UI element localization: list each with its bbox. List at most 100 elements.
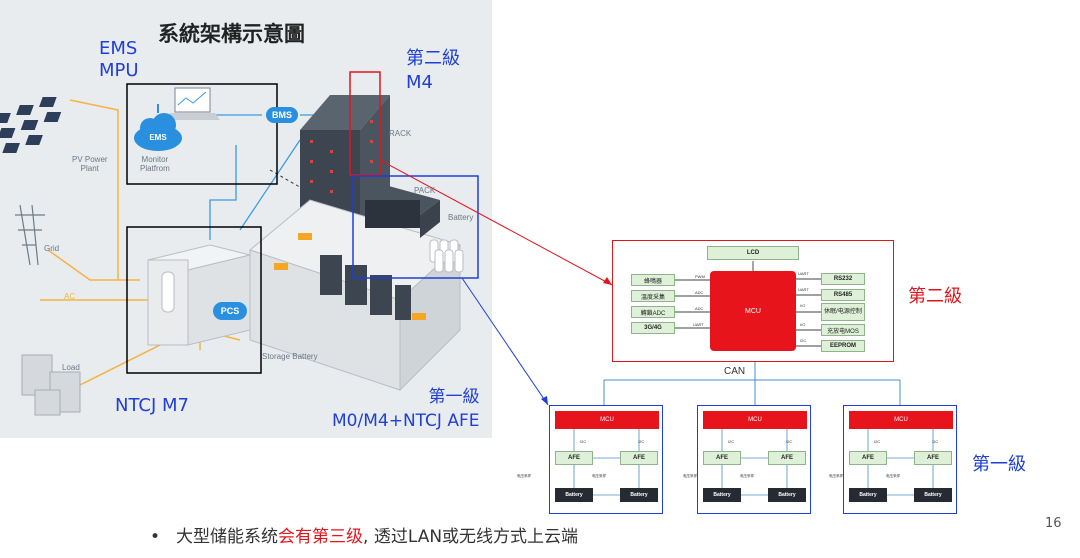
tier1-module-1: MCU I2C I2C AFE AFE 电压采样 电压采样 Battery Ba…	[517, 405, 663, 514]
signal-adc-2: ADC	[695, 306, 704, 311]
load-building-icon	[21, 354, 81, 416]
i2c-label: I2C	[874, 439, 881, 444]
m4-highlight-box	[349, 71, 381, 176]
ems-badge: EMS	[149, 133, 167, 142]
adc-block: 轉鎖ADC	[631, 306, 675, 318]
tier1-mcu-block: MCU	[703, 411, 807, 429]
bms-badge: BMS	[266, 107, 298, 123]
tier2-side-label: 第二級	[908, 286, 962, 307]
monitor-platform-label: Monitor Platfrom	[140, 155, 170, 173]
tier1-side-label-text: 第一級	[972, 454, 1026, 475]
tier1-module-2: MCU I2C I2C AFE AFE 电压采样 电压采样 Battery Ba…	[683, 405, 811, 514]
battery-label: Battery	[448, 213, 474, 222]
ems-highlight-box	[126, 83, 278, 185]
storage-container-icon	[248, 199, 461, 392]
grid-tower-icon	[15, 204, 45, 266]
i2c-label: I2C	[638, 439, 645, 444]
tier1-side-label: 第一級	[972, 450, 1026, 476]
i2c-label: I2C	[932, 439, 939, 444]
battery-block: Battery	[914, 488, 952, 502]
tier1-highlight-box	[352, 175, 479, 279]
tier1-module-3: MCU I2C I2C AFE AFE 电压采样 电压采样 Battery Ba…	[829, 405, 957, 514]
battery-block: Battery	[849, 488, 887, 502]
cellular-block: 3G/4G	[631, 322, 675, 334]
afe-block: AFE	[849, 451, 887, 465]
afe-block: AFE	[914, 451, 952, 465]
illustration-graphics	[0, 71, 479, 416]
signal-io-2: I/O	[800, 322, 806, 327]
battery-cells-icon	[429, 239, 464, 273]
rs232-block: RS232	[821, 273, 865, 285]
tier1-mcu-block: MCU	[555, 411, 659, 429]
orange-tags	[274, 233, 426, 320]
solar-panels-icon	[0, 97, 62, 153]
pcs-highlight-box	[126, 226, 262, 374]
m4-label: 第二級 M4	[406, 48, 460, 93]
grid-label: Grid	[44, 244, 60, 253]
bullet-dot: •	[150, 527, 161, 547]
signal-adc-1: ADC	[695, 290, 704, 295]
monitor-laptop-icon	[165, 87, 220, 120]
tier1-arrows	[867, 429, 934, 496]
tier2-block-diagram: LCD MCU 蜂鳴器 溫度采集 轉鎖ADC 3G/4G PWM ADC ADC…	[612, 240, 894, 362]
battery-block: Battery	[620, 488, 658, 502]
m4-connector-line	[379, 159, 613, 286]
rs485-block: RS485	[821, 289, 865, 301]
system-architecture-illustration: 系統架構示意圖 EMS MPU 第二級 M4 NTCJ M7 第一級 M0/M4…	[0, 0, 492, 438]
afe-block: AFE	[703, 451, 741, 465]
tier2-arrows	[675, 261, 821, 347]
can-bus-lines	[603, 362, 901, 410]
sleep-power-block: 休眠/电源控制	[821, 303, 865, 321]
bullet-highlight: 会有第三级	[278, 527, 364, 547]
i2c-label: I2C	[786, 439, 793, 444]
bullet-prefix: 大型储能系统	[176, 527, 279, 547]
afe-block: AFE	[555, 451, 593, 465]
battery-block: Battery	[555, 488, 593, 502]
mos-block: 充放电MOS	[821, 324, 865, 336]
signal-pwm: PWM	[695, 274, 705, 279]
i2c-label: I2C	[728, 439, 735, 444]
pcs-badge: PCS	[213, 302, 247, 320]
can-bus-label: CAN	[724, 366, 746, 377]
signal-uart-r2: UART	[798, 287, 809, 292]
bullet-item: • 大型储能系统会有第三级, 透过LAN或无线方式上云端	[150, 522, 578, 547]
pv-plant-label: PV Power Plant	[72, 155, 108, 173]
load-label: Load	[62, 363, 80, 372]
tier1-mcu-label: 第一級 M0/M4+NTCJ AFE	[332, 387, 480, 431]
buzzer-block: 蜂鳴器	[631, 274, 675, 286]
ems-cloud-icon	[134, 104, 182, 151]
bullet-suffix: , 透过LAN或无线方式上云端	[363, 527, 579, 547]
signal-uart-left: UART	[693, 322, 704, 327]
tier1-arrows	[573, 429, 640, 496]
lcd-block: LCD	[707, 246, 799, 260]
ac-label: AC	[64, 292, 76, 301]
battery-block: Battery	[768, 488, 806, 502]
afe-block: AFE	[620, 451, 658, 465]
illustration-title: 系統架構示意圖	[158, 22, 305, 46]
i2c-label: I2C	[580, 439, 587, 444]
storage-battery-label: Storage Battery	[262, 352, 318, 361]
tier1-mcu-block: MCU	[849, 411, 953, 429]
sense-label: 电压采样	[740, 474, 754, 478]
ems-mpu-label: EMS MPU	[99, 38, 139, 81]
sense-label: 电压采样	[592, 474, 606, 478]
page-number: 16	[1045, 516, 1062, 531]
pack-label: PACK	[414, 186, 436, 195]
sense-label: 电压采样	[517, 474, 531, 478]
sense-label: 电压采样	[829, 474, 843, 478]
temperature-block: 溫度采集	[631, 290, 675, 302]
tier1-connector-line	[461, 277, 549, 406]
sense-label: 电压采样	[683, 474, 697, 478]
eeprom-block: EEPROM	[821, 340, 865, 352]
battery-block: Battery	[703, 488, 741, 502]
signal-i2c: I2C	[800, 338, 807, 343]
pcs-cabinet-icon	[147, 244, 251, 346]
signal-uart-r1: UART	[798, 271, 809, 276]
battery-pack-icon	[365, 185, 440, 238]
afe-block: AFE	[768, 451, 806, 465]
rack-label: RACK	[389, 129, 412, 138]
tier1-arrows	[721, 429, 788, 496]
sense-label: 电压采样	[886, 474, 900, 478]
ntcj-m7-label: NTCJ M7	[115, 395, 189, 416]
